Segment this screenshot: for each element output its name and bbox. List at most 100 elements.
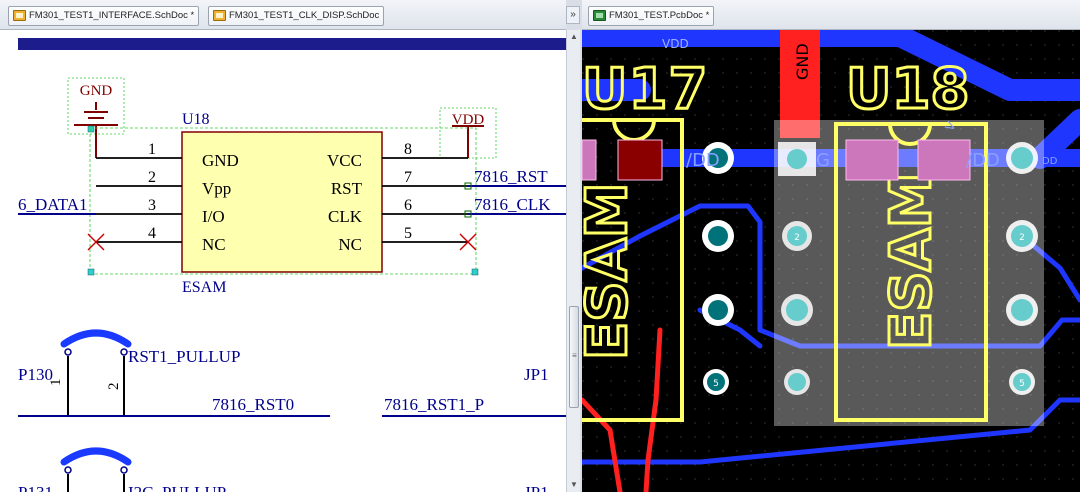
u18-silkscreen[interactable] bbox=[834, 122, 988, 422]
u18-selection-box bbox=[89, 127, 477, 275]
u17-smd-pad[interactable] bbox=[582, 139, 597, 181]
wire-junction-handle[interactable] bbox=[464, 182, 472, 190]
u18-left-pins: 1 2 3 4 GND Vpp I/O NC bbox=[96, 141, 239, 254]
scroll-up-arrow-icon[interactable]: ▲ bbox=[570, 32, 578, 41]
pad-number: 2 bbox=[1019, 233, 1025, 243]
grip-icon: ≡ bbox=[572, 351, 577, 360]
schematic-vertical-scrollbar[interactable]: ▲ ≡ ▼ bbox=[566, 30, 580, 492]
jumper-pin-dot bbox=[64, 466, 72, 474]
u18-selection-overlay[interactable] bbox=[774, 120, 1044, 426]
jumper-label-p130[interactable]: P130 bbox=[18, 365, 53, 384]
jumper-pin-dot bbox=[120, 466, 128, 474]
pcb-net-gnd: GND bbox=[793, 43, 812, 80]
jumper-label-jp1[interactable]: JP1 bbox=[524, 365, 549, 384]
net-label-7816-rst[interactable]: 7816_RST bbox=[474, 167, 548, 186]
pin-8-name: VCC bbox=[327, 151, 362, 170]
pin-5-name: NC bbox=[338, 235, 362, 254]
signal-trace-4[interactable] bbox=[582, 397, 1080, 465]
net-label-rst1-pullup[interactable]: RST1_PULLUP bbox=[128, 347, 240, 366]
tab-label: FM301_TEST.PcbDoc * bbox=[609, 10, 710, 21]
pad-hole[interactable] bbox=[1011, 147, 1033, 169]
schematic-doc-icon bbox=[213, 10, 226, 21]
net-label-7816-rst0[interactable]: 7816_RST0 bbox=[212, 395, 294, 414]
jumper-label-cut[interactable]: P131 bbox=[18, 483, 53, 492]
pad-hole[interactable] bbox=[707, 373, 725, 391]
pad-hole[interactable] bbox=[786, 299, 808, 321]
net-label-data1[interactable]: 6_DATA1 bbox=[18, 195, 87, 214]
selection-handle[interactable] bbox=[471, 268, 479, 276]
u18-designator[interactable]: U18 bbox=[182, 111, 210, 128]
pad-hole[interactable] bbox=[1013, 373, 1031, 391]
u18-comment[interactable]: ESAM bbox=[878, 171, 946, 352]
schematic-canvas[interactable]: GND VDD U18 ESAM bbox=[0, 30, 566, 492]
pad-number: 5 bbox=[1019, 379, 1025, 389]
tab-fm301-pcbdoc[interactable]: FM301_TEST.PcbDoc * bbox=[588, 6, 715, 26]
pin-1-name: GND bbox=[202, 151, 239, 170]
gnd-copper[interactable] bbox=[780, 30, 820, 138]
pin-7-number: 7 bbox=[404, 169, 412, 186]
through-hole-pads[interactable] bbox=[702, 142, 1038, 395]
signal-trace-3[interactable] bbox=[1019, 233, 1080, 303]
pin-2-number: 2 bbox=[148, 169, 156, 186]
schematic-pane: FM301_TEST1_INTERFACE.SchDoc * FM301_TES… bbox=[0, 0, 566, 492]
schematic-tab-bar: FM301_TEST1_INTERFACE.SchDoc * FM301_TES… bbox=[0, 0, 566, 30]
signal-trace-1[interactable] bbox=[582, 203, 1080, 349]
scroll-down-arrow-icon[interactable]: ▼ bbox=[570, 480, 578, 489]
pad-hole[interactable] bbox=[708, 148, 728, 168]
net-label-7816-rst1-p[interactable]: 7816_RST1_P bbox=[384, 395, 484, 414]
vdd-trace[interactable] bbox=[582, 30, 1080, 101]
pad-hole[interactable] bbox=[787, 226, 807, 246]
pcb-tab-bar: FM301_TEST.PcbDoc * bbox=[582, 0, 1080, 30]
pin-5-number: 5 bbox=[404, 225, 412, 242]
wire-junction-handle[interactable] bbox=[464, 210, 472, 218]
pad-hole[interactable] bbox=[787, 149, 807, 169]
jumper-arc-2[interactable] bbox=[60, 447, 132, 466]
pcb-grid bbox=[582, 30, 1080, 492]
tab-label: FM301_TEST1_INTERFACE.SchDoc * bbox=[29, 10, 195, 21]
pin-8-number: 8 bbox=[404, 141, 412, 158]
pin-4-name: NC bbox=[202, 235, 226, 254]
sheet-border-strip bbox=[18, 38, 566, 50]
pin-1-number: 1 bbox=[148, 141, 156, 158]
split-collapse-button[interactable]: » bbox=[566, 6, 580, 24]
schematic-drawing[interactable]: GND VDD U18 ESAM bbox=[0, 30, 566, 492]
net-label-7816-clk[interactable]: 7816_CLK bbox=[474, 195, 551, 214]
jumper-pin-1-num: 1 bbox=[48, 379, 64, 387]
red-trace-1[interactable] bbox=[582, 397, 623, 492]
pin-7-name: RST bbox=[331, 179, 363, 198]
vdd-port-label[interactable]: VDD bbox=[452, 112, 485, 128]
u18-smd-pad[interactable] bbox=[845, 139, 899, 181]
u17-designator[interactable]: U17 bbox=[582, 56, 709, 124]
pad-number: 2 bbox=[794, 233, 800, 243]
pad-hole[interactable] bbox=[708, 226, 728, 246]
pad-hole[interactable] bbox=[788, 373, 806, 391]
scrollbar-thumb[interactable]: ≡ bbox=[569, 306, 579, 408]
u18-right-pins: 8 7 6 5 VCC RST CLK NC bbox=[327, 141, 468, 254]
u18-designator[interactable]: U18 bbox=[845, 56, 971, 124]
pad-hole[interactable] bbox=[708, 300, 728, 320]
tab-clk-disp-schdoc[interactable]: FM301_TEST1_CLK_DISP.SchDoc bbox=[208, 6, 385, 26]
pin-4-number: 4 bbox=[148, 225, 156, 242]
bottom-copper-traces[interactable] bbox=[582, 30, 820, 492]
pad-net-fragment: G bbox=[816, 150, 830, 171]
net-label-cut[interactable]: I2C_PULLUP bbox=[128, 483, 226, 492]
jumper-arc-1[interactable] bbox=[60, 329, 132, 348]
pad-hole[interactable] bbox=[1011, 225, 1033, 247]
red-trace-2[interactable] bbox=[643, 327, 663, 492]
tab-label: FM301_TEST1_CLK_DISP.SchDoc bbox=[229, 10, 380, 21]
selection-handle[interactable] bbox=[87, 125, 95, 133]
pcb-drawing[interactable]: VDD GND U17 ESAM U18 ESAM bbox=[582, 30, 1080, 492]
pad-hole[interactable] bbox=[1011, 299, 1033, 321]
jumper-label-cut-right[interactable]: JP1 bbox=[524, 483, 549, 492]
u17-comment[interactable]: ESAM bbox=[582, 181, 642, 362]
u17-smd-pad[interactable] bbox=[617, 139, 663, 181]
tab-interface-schdoc[interactable]: FM301_TEST1_INTERFACE.SchDoc * bbox=[8, 6, 200, 26]
u18-smd-pad[interactable] bbox=[917, 139, 971, 181]
selection-handle[interactable] bbox=[87, 268, 95, 276]
gnd-port-label[interactable]: GND bbox=[80, 83, 113, 99]
pad-net-fragment: /DD bbox=[686, 150, 720, 171]
u18-comment[interactable]: ESAM bbox=[182, 279, 226, 296]
u18-body[interactable] bbox=[181, 131, 383, 273]
pcb-canvas[interactable]: VDD GND U17 ESAM U18 ESAM bbox=[582, 30, 1080, 492]
